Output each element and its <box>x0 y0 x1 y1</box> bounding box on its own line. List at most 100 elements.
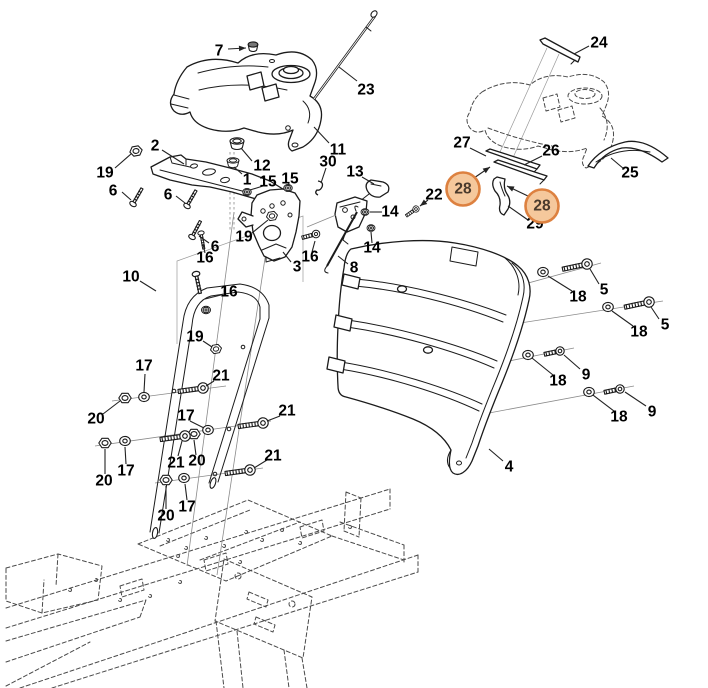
part-label-17-2: 17 <box>177 408 194 425</box>
leader-line <box>469 147 487 157</box>
part-label-1: 1 <box>243 172 252 189</box>
leader-line <box>114 153 132 169</box>
part-label-14-2: 14 <box>363 240 381 257</box>
leader-line <box>189 420 205 429</box>
leader-line <box>507 205 529 221</box>
part-label-16-3: 16 <box>220 284 238 301</box>
part-label-26: 26 <box>542 143 560 160</box>
throttle-control-part-13 <box>306 179 390 245</box>
throttle-rod-part-8 <box>324 205 359 274</box>
leader-line <box>204 294 222 300</box>
washer-17-icon <box>202 424 214 436</box>
part-label-25: 25 <box>621 165 639 182</box>
nut-20-icon <box>98 437 112 449</box>
pivot-bracket-part-3 <box>237 188 301 263</box>
part-label-22: 22 <box>425 187 442 204</box>
highlighted-callouts-layer: 28 28 <box>445 171 560 224</box>
leader-line <box>249 185 264 191</box>
screw-9-icon <box>602 383 626 397</box>
part-label-20-3: 20 <box>95 473 112 490</box>
nut-19-icon <box>128 144 144 158</box>
part-label-19: 19 <box>96 165 114 182</box>
part-label-30: 30 <box>319 154 336 171</box>
part-label-15: 15 <box>259 174 277 191</box>
leader-lines-layer <box>102 45 660 509</box>
part-label-9-2: 9 <box>648 404 657 421</box>
part-label-19-2: 19 <box>235 229 253 246</box>
cap-7-icon <box>247 41 259 53</box>
leader-line <box>202 340 213 348</box>
callout-number: 28 <box>533 198 551 215</box>
part-label-20-2: 20 <box>188 453 205 470</box>
part-label-7: 7 <box>215 43 224 60</box>
leader-line <box>233 166 243 175</box>
leader-line <box>573 45 590 55</box>
part-label-19-3: 19 <box>186 329 204 346</box>
screw-16-icon <box>300 228 322 242</box>
bolt-5-icon <box>560 257 594 275</box>
leader-line <box>139 280 157 292</box>
washer-17-icon <box>138 391 150 403</box>
part-label-6-3: 6 <box>211 239 220 256</box>
part-label-6: 6 <box>109 183 118 200</box>
part-label-2: 2 <box>151 138 160 155</box>
leader-line <box>193 439 197 456</box>
part-label-27: 27 <box>453 135 470 152</box>
callout-circle[interactable] <box>524 188 560 224</box>
leader-arrowhead <box>420 199 428 206</box>
bushing-1-icon <box>226 157 240 169</box>
leader-line <box>287 182 290 187</box>
part-label-21-3: 21 <box>167 455 185 472</box>
washer-18-icon <box>602 301 614 313</box>
nut-14-icon <box>360 208 370 216</box>
part-label-18-2: 18 <box>630 324 648 341</box>
trim-strip-part-24 <box>539 37 581 65</box>
leader-arrowhead <box>507 186 515 192</box>
part-label-13: 13 <box>346 164 364 181</box>
part-label-15-2: 15 <box>281 171 299 188</box>
leader-line <box>251 219 269 234</box>
leader-line <box>337 255 349 265</box>
leader-line <box>161 149 185 165</box>
part-label-21-4: 21 <box>264 448 282 465</box>
washer-17-icon <box>178 472 190 484</box>
leader-line <box>282 251 292 263</box>
leader-line <box>320 167 327 184</box>
callout-circle[interactable] <box>445 171 481 207</box>
bushing-12-icon <box>229 137 245 151</box>
leader-line <box>253 459 268 469</box>
side-trim-part-25 <box>587 140 669 169</box>
highlighted-callout-28-2[interactable]: 28 <box>524 188 560 224</box>
bolt-21-icon <box>236 416 270 433</box>
leader-line <box>563 354 581 370</box>
part-label-3: 3 <box>293 259 302 276</box>
ghost-fuel-tank <box>466 73 614 169</box>
leader-line <box>650 306 660 320</box>
callout-number: 28 <box>454 181 472 198</box>
trim-strip-part-26 <box>493 159 548 185</box>
leader-line <box>175 195 186 204</box>
leader-arrowhead <box>238 45 246 52</box>
washer-17-icon <box>119 435 131 447</box>
part-label-18-4: 18 <box>610 409 628 426</box>
leader-line <box>361 176 375 185</box>
leader-line <box>240 147 253 162</box>
leader-line <box>143 373 146 393</box>
leader-line <box>589 268 600 285</box>
leader-line <box>338 66 358 82</box>
handlebar-part-10 <box>149 283 270 539</box>
screw-22-icon <box>403 204 421 219</box>
leader-line <box>610 157 625 170</box>
part-label-8: 8 <box>350 260 359 277</box>
bolt-21-icon <box>223 463 257 480</box>
part-label-12: 12 <box>253 158 270 175</box>
highlighted-callout-28-1[interactable]: 28 <box>445 171 481 207</box>
bolt-5-icon <box>622 295 656 313</box>
leader-line <box>102 400 121 415</box>
leader-line <box>198 235 210 244</box>
part-label-16-2: 16 <box>301 249 319 266</box>
part-label-10: 10 <box>122 269 139 286</box>
small-nut-icon <box>201 305 211 315</box>
dash-panel-part-4 <box>326 239 531 476</box>
